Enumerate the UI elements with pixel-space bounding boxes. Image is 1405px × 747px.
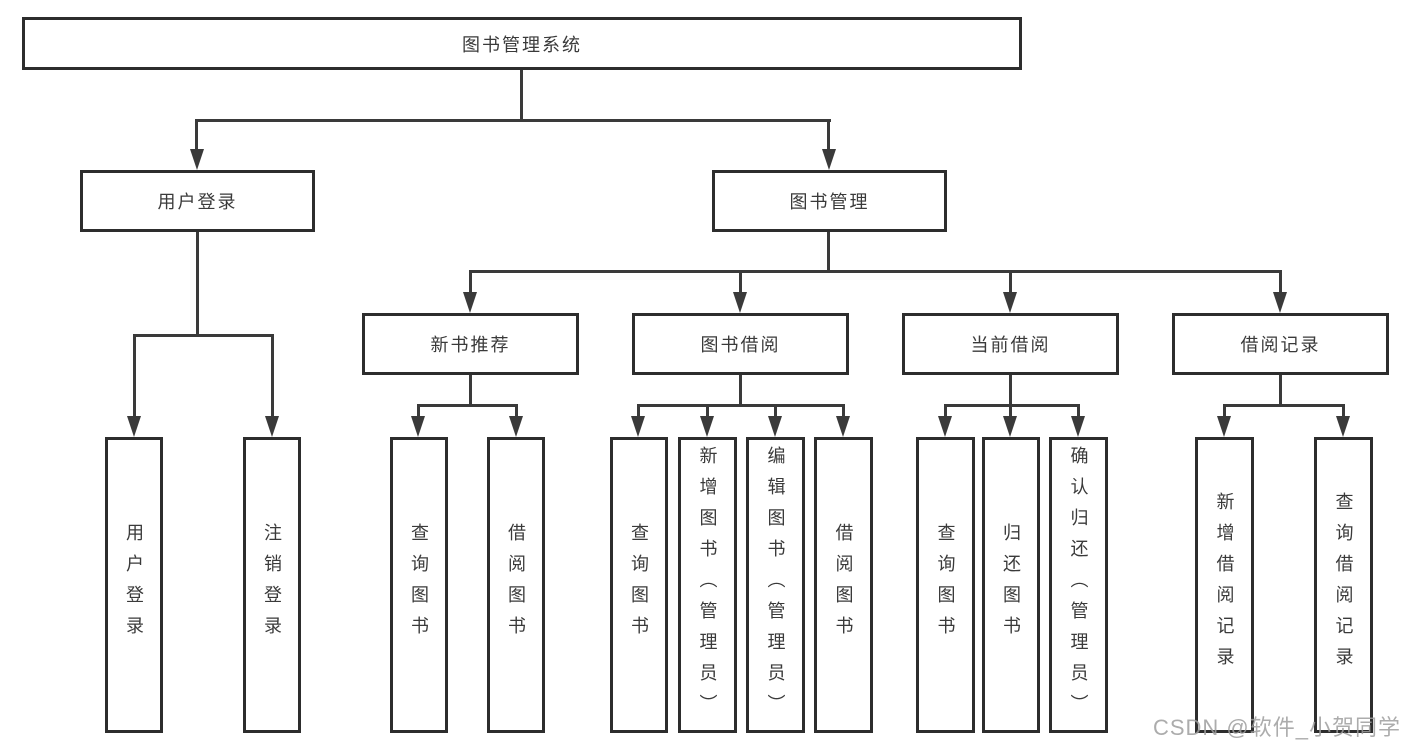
node-book-borrowing: 图书借阅 <box>632 313 849 375</box>
arrow-head <box>1217 416 1231 437</box>
connector-hline <box>195 119 831 122</box>
arrow-head <box>1003 416 1017 437</box>
leaf-borrow-books-recommend: 借阅图书 <box>487 437 545 733</box>
arrow-stem <box>271 334 274 418</box>
leaf-query-borrow-record: 查询借阅记录 <box>1314 437 1373 733</box>
leaf-add-borrow-record-label: 新增借阅记录 <box>1214 492 1235 678</box>
connector-vline <box>827 232 830 272</box>
arrow-head <box>768 416 782 437</box>
leaf-confirm-return-admin-label: 确认归还（管理员） <box>1068 445 1089 725</box>
node-book-management-label: 图书管理 <box>789 192 870 212</box>
leaf-borrow-books-label: 借阅图书 <box>833 523 854 647</box>
arrow-head <box>836 416 850 437</box>
node-root: 图书管理系统 <box>22 17 1022 70</box>
arrow-head <box>1071 416 1085 437</box>
arrow-head <box>1003 292 1017 313</box>
leaf-user-login: 用户登录 <box>105 437 163 733</box>
arrow-head <box>127 416 141 437</box>
watermark-text: CSDN @软件_小贺同学 <box>1152 715 1401 740</box>
leaf-return-books: 归还图书 <box>982 437 1040 733</box>
connector-vline <box>739 375 742 407</box>
leaf-query-books-recommend: 查询图书 <box>390 437 448 733</box>
leaf-edit-book-admin: 编辑图书（管理员） <box>746 437 805 733</box>
leaf-user-login-label: 用户登录 <box>124 523 144 647</box>
leaf-add-book-admin-label: 新增图书（管理员） <box>697 445 718 725</box>
arrow-stem <box>739 270 742 294</box>
node-root-label: 图书管理系统 <box>462 34 582 55</box>
connector-hline <box>469 270 1281 273</box>
arrow-head <box>1336 416 1350 437</box>
node-user-login: 用户登录 <box>80 170 315 232</box>
arrow-stem <box>1223 404 1226 418</box>
leaf-return-books-label: 归还图书 <box>1001 523 1021 647</box>
leaf-query-books-recommend-label: 查询图书 <box>409 523 429 647</box>
arrow-head <box>938 416 952 437</box>
arrow-head <box>700 416 714 437</box>
leaf-query-books-borrowing-label: 查询图书 <box>629 523 649 647</box>
leaf-query-books-current-label: 查询图书 <box>935 523 956 647</box>
node-book-borrowing-label: 图书借阅 <box>700 335 781 355</box>
node-current-borrowing-label: 当前借阅 <box>970 335 1051 355</box>
leaf-confirm-return-admin: 确认归还（管理员） <box>1049 437 1108 733</box>
leaf-edit-book-admin-label: 编辑图书（管理员） <box>765 445 786 725</box>
arrow-head <box>463 292 477 313</box>
node-new-book-recommend-label: 新书推荐 <box>430 335 511 355</box>
node-current-borrowing: 当前借阅 <box>902 313 1119 375</box>
node-book-management: 图书管理 <box>712 170 947 232</box>
leaf-borrow-books: 借阅图书 <box>814 437 873 733</box>
arrow-stem <box>1009 404 1012 418</box>
leaf-add-book-admin: 新增图书（管理员） <box>678 437 737 733</box>
arrow-stem <box>195 119 198 152</box>
connector-vline <box>196 232 199 335</box>
arrow-head <box>190 149 204 170</box>
arrow-head <box>411 416 425 437</box>
arrow-stem <box>417 404 420 418</box>
connector-vline <box>1009 375 1012 407</box>
arrow-head <box>822 149 836 170</box>
leaf-query-books-current: 查询图书 <box>916 437 975 733</box>
connector-vline <box>469 375 472 407</box>
arrow-stem <box>842 404 845 418</box>
arrow-stem <box>1279 270 1282 294</box>
leaf-borrow-books-recommend-label: 借阅图书 <box>506 523 526 647</box>
node-user-login-label: 用户登录 <box>157 192 238 212</box>
leaf-logout-label: 注销登录 <box>262 523 282 647</box>
arrow-head <box>733 292 747 313</box>
arrow-stem <box>1342 404 1345 418</box>
arrow-stem <box>1077 404 1080 418</box>
arrow-stem <box>944 404 947 418</box>
arrow-head <box>1273 292 1287 313</box>
arrow-stem <box>827 119 830 152</box>
arrow-head <box>631 416 645 437</box>
node-borrow-records-label: 借阅记录 <box>1240 335 1321 355</box>
connector-vline <box>520 70 523 120</box>
node-borrow-records: 借阅记录 <box>1172 313 1389 375</box>
leaf-query-borrow-record-label: 查询借阅记录 <box>1333 492 1354 678</box>
leaf-query-books-borrowing: 查询图书 <box>610 437 668 733</box>
connector-hline <box>417 404 518 407</box>
connector-hline <box>637 404 844 407</box>
arrow-stem <box>774 404 777 418</box>
leaf-add-borrow-record: 新增借阅记录 <box>1195 437 1254 733</box>
arrow-stem <box>469 270 472 294</box>
arrow-head <box>509 416 523 437</box>
arrow-stem <box>133 334 136 418</box>
leaf-logout: 注销登录 <box>243 437 301 733</box>
arrow-stem <box>1009 270 1012 294</box>
node-new-book-recommend: 新书推荐 <box>362 313 579 375</box>
connector-hline <box>1223 404 1345 407</box>
arrow-head <box>265 416 279 437</box>
arrow-stem <box>515 404 518 418</box>
arrow-stem <box>637 404 640 418</box>
connector-hline <box>133 334 273 337</box>
arrow-stem <box>706 404 709 418</box>
connector-vline <box>1279 375 1282 407</box>
